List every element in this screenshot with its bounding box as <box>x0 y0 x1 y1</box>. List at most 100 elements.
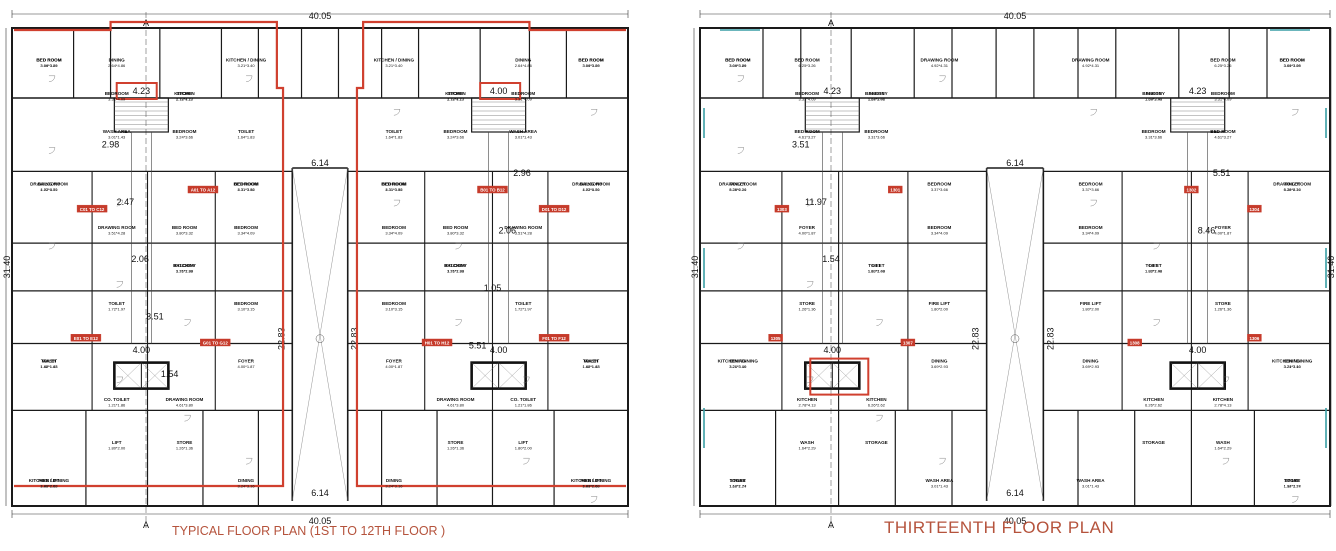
room-size: 3.80*3.32 <box>176 230 194 235</box>
door-swing <box>876 414 883 422</box>
unit-tag-label: G01 TO G12 <box>203 341 229 346</box>
room-label: KITCHEN / DINING <box>226 57 267 62</box>
core-dimension-lift: 4.00 <box>133 345 151 355</box>
room-size: 4.00*1.87 <box>1214 230 1232 235</box>
door-swing <box>48 75 56 82</box>
room-size: 1.12*1.27 <box>447 96 465 101</box>
room-label-mirror: DINING <box>1083 359 1100 364</box>
room-label: FOYER <box>238 359 255 364</box>
plan-caption-typical: TYPICAL FLOOR PLAN (1ST TO 12TH FLOOR ) <box>172 524 446 538</box>
door-swing <box>116 376 123 384</box>
room-size-mirror: 3.21*3.40 <box>1284 364 1302 369</box>
room-size: 4.92*4.31 <box>931 63 949 68</box>
unit-tag-label: 1307 <box>903 341 913 346</box>
room-size: 3.34*4.09 <box>238 230 256 235</box>
room-label-mirror: BED ROOM <box>794 57 819 62</box>
room-size: 6.26*2.62 <box>868 402 886 407</box>
room-size-mirror: 1.26*1.36 <box>176 445 194 450</box>
room-size-mirror: 3.38*2.10 <box>1284 187 1302 192</box>
core-dimension-lift: 4.00 <box>490 345 508 355</box>
room-size: 3.31*4.09 <box>515 96 533 101</box>
room-size: 1.64*2.41 <box>1145 96 1163 101</box>
unit-tag-label: H01 TO H12 <box>425 341 450 346</box>
room-size-mirror: 3.31*3.66 <box>868 135 886 140</box>
core-dimension-void-right: 22.83 <box>1045 327 1055 350</box>
unit-tag-box <box>538 334 570 342</box>
room-label: STORE <box>799 301 815 306</box>
room-size: 3.41*2.62 <box>582 484 600 489</box>
room-label: STORE <box>448 440 464 445</box>
room-label: BEDROOM <box>1142 129 1166 134</box>
door-swing <box>591 109 598 116</box>
unit-tag-label: F01 TO F12 <box>542 336 566 341</box>
core-dimension-top: 4.23 <box>133 86 151 96</box>
core-dimension-top: 4.23 <box>824 86 842 96</box>
room-label: BEDROOM <box>382 301 406 306</box>
door-swing <box>246 75 253 82</box>
room-label-mirror: BED ROOM <box>36 57 61 62</box>
room-label: BED ROOM <box>1210 57 1235 62</box>
room-size-mirror: 3.31*3.66 <box>238 187 256 192</box>
room-label: WASH <box>800 440 814 445</box>
room-size: 3.01*1.43 <box>108 135 126 140</box>
core-dimension-misc: 1.54 <box>822 254 840 264</box>
unit-tag-box <box>888 185 903 194</box>
room-size-mirror: 4.00*1.87 <box>385 364 403 369</box>
room-size: 3.21*2.99 <box>447 269 465 274</box>
room-size-mirror: 3.31*4.09 <box>799 96 817 101</box>
room-label-mirror: BEDROOM <box>927 182 951 187</box>
room-size-mirror: 3.51*4.28 <box>108 230 126 235</box>
room-label: BALCONY <box>580 182 603 187</box>
door-swing <box>48 147 56 154</box>
room-size: 3.31*3.66 <box>1145 135 1163 140</box>
door-swing <box>1090 109 1097 116</box>
room-label-mirror: BED ROOM <box>725 57 750 62</box>
room-label-mirror: DRAWING ROOM <box>98 225 136 230</box>
unit-tag-box <box>1184 185 1199 194</box>
room-label-mirror: DRAWING ROOM <box>437 397 475 402</box>
room-label-mirror: STORE <box>1284 478 1300 483</box>
door-swing <box>1222 376 1230 384</box>
room-size: 4.61*3.27 <box>799 135 817 140</box>
room-size: 1.21*1.86 <box>515 402 533 407</box>
floor-plan-typical: 40.0540.0531.40AA4.234.004.004.006.146.1… <box>2 10 629 530</box>
room-size-mirror: 3.64*3.29 <box>40 63 58 68</box>
room-label: WASH <box>584 359 598 364</box>
room-size: 1.64*1.83 <box>385 135 403 140</box>
room-size-mirror: 1.12*1.27 <box>176 96 194 101</box>
room-label-mirror: KITCHEN <box>797 397 818 402</box>
room-size-mirror: 1.64*2.41 <box>868 96 886 101</box>
room-label-mirror: BED ROOM <box>443 225 468 230</box>
room-size-mirror: 1.26*1.36 <box>1214 307 1232 312</box>
room-size-mirror: 4.61*3.27 <box>1214 135 1232 140</box>
room-size-mirror: 3.09*3.66 <box>1284 63 1302 68</box>
room-size-mirror: 2.78*4.13 <box>799 402 817 407</box>
room-label: TOILET <box>868 263 884 268</box>
room-size-mirror: 3.01*1.43 <box>515 135 533 140</box>
door-swing <box>1153 319 1160 326</box>
room-size: 2.78*4.13 <box>1214 402 1232 407</box>
room-size-mirror: 4.92*4.31 <box>1082 63 1100 68</box>
room-size: 3.10*3.15 <box>385 307 403 312</box>
room-size-mirror: 4.61*3.80 <box>447 402 465 407</box>
room-label: WASH AREA <box>1077 478 1106 483</box>
room-label-mirror: TOILET <box>583 359 599 364</box>
room-size-mirror: 6.26*6.24 <box>729 187 747 192</box>
room-label-mirror: FIRE LIFT <box>580 478 602 483</box>
room-size-mirror: 3.69*2.93 <box>1082 364 1100 369</box>
room-label-mirror: STORE <box>177 91 193 96</box>
room-size-mirror: 3.31*4.09 <box>108 96 126 101</box>
core-dimension-misc: 2.06 <box>498 226 516 236</box>
room-size-mirror: 3.21*3.40 <box>385 63 403 68</box>
room-size: 3.31*3.66 <box>385 187 403 192</box>
door-swing <box>939 458 946 465</box>
unit-tag-box <box>187 185 219 194</box>
core-dimension-misc: 2.47 <box>117 197 135 207</box>
core-dimension-misc: 8.46 <box>1198 226 1216 236</box>
room-size: 1.82*1.48 <box>868 269 886 274</box>
room-label: DINING <box>515 57 532 62</box>
room-size-mirror: 1.64*1.83 <box>238 135 256 140</box>
door-swing <box>737 242 745 250</box>
unit-tag-label: 1301 <box>890 188 900 193</box>
